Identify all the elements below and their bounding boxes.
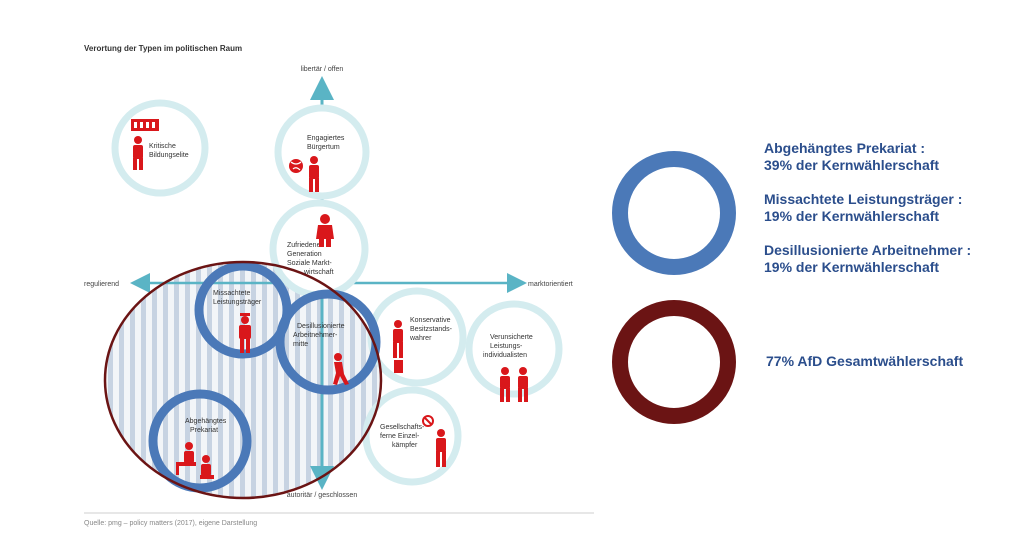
stripe <box>240 262 245 498</box>
figure-zufriedene-icon <box>316 214 334 247</box>
stripe <box>196 262 201 498</box>
stripe <box>207 262 212 498</box>
stripe <box>130 262 135 498</box>
label-kritische: Kritische Bildungselite <box>149 143 189 159</box>
stripe <box>218 262 223 498</box>
label-missachtete: Missachtete Leistungsträger <box>213 290 262 306</box>
figure-kritische-icon <box>131 119 159 170</box>
label-konservative: Konservative Besitzstands- wahrer <box>409 317 454 342</box>
figure-engagiertes-icon <box>289 156 319 192</box>
stripe <box>152 262 157 498</box>
label-zufriedene: Zufriedene Generation Soziale Markt- wir… <box>287 242 334 276</box>
axis-label-right: marktorientiert <box>528 281 573 288</box>
stripe <box>328 262 333 498</box>
figure-title: Verortung der Typen im politischen Raum <box>84 44 242 53</box>
label-desillusionierte: Desillusionierte Arbeitnehmer- mitte <box>293 323 346 348</box>
legend-blue-ring <box>612 151 736 275</box>
stripe <box>185 262 190 498</box>
legend-red-text: 77% AfD Gesamtwählerschaft <box>766 353 963 369</box>
figure-konservative-icon <box>393 320 403 373</box>
figure-desillusionierte-icon <box>333 353 349 385</box>
stripe <box>273 262 278 498</box>
axis-label-top: libertär / offen <box>301 66 344 73</box>
stripe <box>372 262 377 498</box>
figure-missachtete-icon <box>239 313 251 353</box>
stripe <box>163 262 168 498</box>
type-circles <box>111 99 563 486</box>
legend-blue-text: Abgehängtes Prekariat : 39% der Kernwähl… <box>764 140 975 275</box>
label-verunsicherte: Verunsicherte Leistungs- individualisten <box>483 334 535 359</box>
figure-verunsicherte-icon <box>500 367 528 402</box>
highlight-rings <box>148 261 381 493</box>
stripe <box>229 262 234 498</box>
axis-label-bottom: autoritär / geschlossen <box>287 492 358 499</box>
stripe <box>306 262 311 498</box>
axis-label-left: regulierend <box>84 281 119 288</box>
figure-abgehaengtes-icon <box>176 442 214 479</box>
stripe <box>174 262 179 498</box>
source-note: Quelle: pmg – policy matters (2017), eig… <box>84 520 257 527</box>
ring-desillusionierte <box>275 289 381 395</box>
stripe <box>284 262 289 498</box>
label-gesellschaftsferne: Gesellschafts- ferne Einzel- kämpfer <box>380 424 426 449</box>
figure-gesellschaftsferne-icon <box>422 415 446 467</box>
stripe <box>119 262 124 498</box>
label-abgehaengtes: Abgehängtes Prekariat <box>185 418 228 434</box>
stripe <box>108 262 113 498</box>
ring-abgehaengtes <box>148 389 252 493</box>
circle-gesellschaftsferne <box>362 386 462 486</box>
stripe <box>141 262 146 498</box>
afd-ellipse <box>103 260 383 500</box>
legend-red-ring <box>612 300 736 424</box>
stripe <box>251 262 256 498</box>
stripe <box>262 262 267 498</box>
label-engagiertes: Engagiertes Bürgertum <box>307 135 346 151</box>
circle-engagiertes <box>274 104 370 200</box>
stripe <box>317 262 322 498</box>
stripe <box>339 262 344 498</box>
circle-verunsicherte <box>465 300 563 398</box>
